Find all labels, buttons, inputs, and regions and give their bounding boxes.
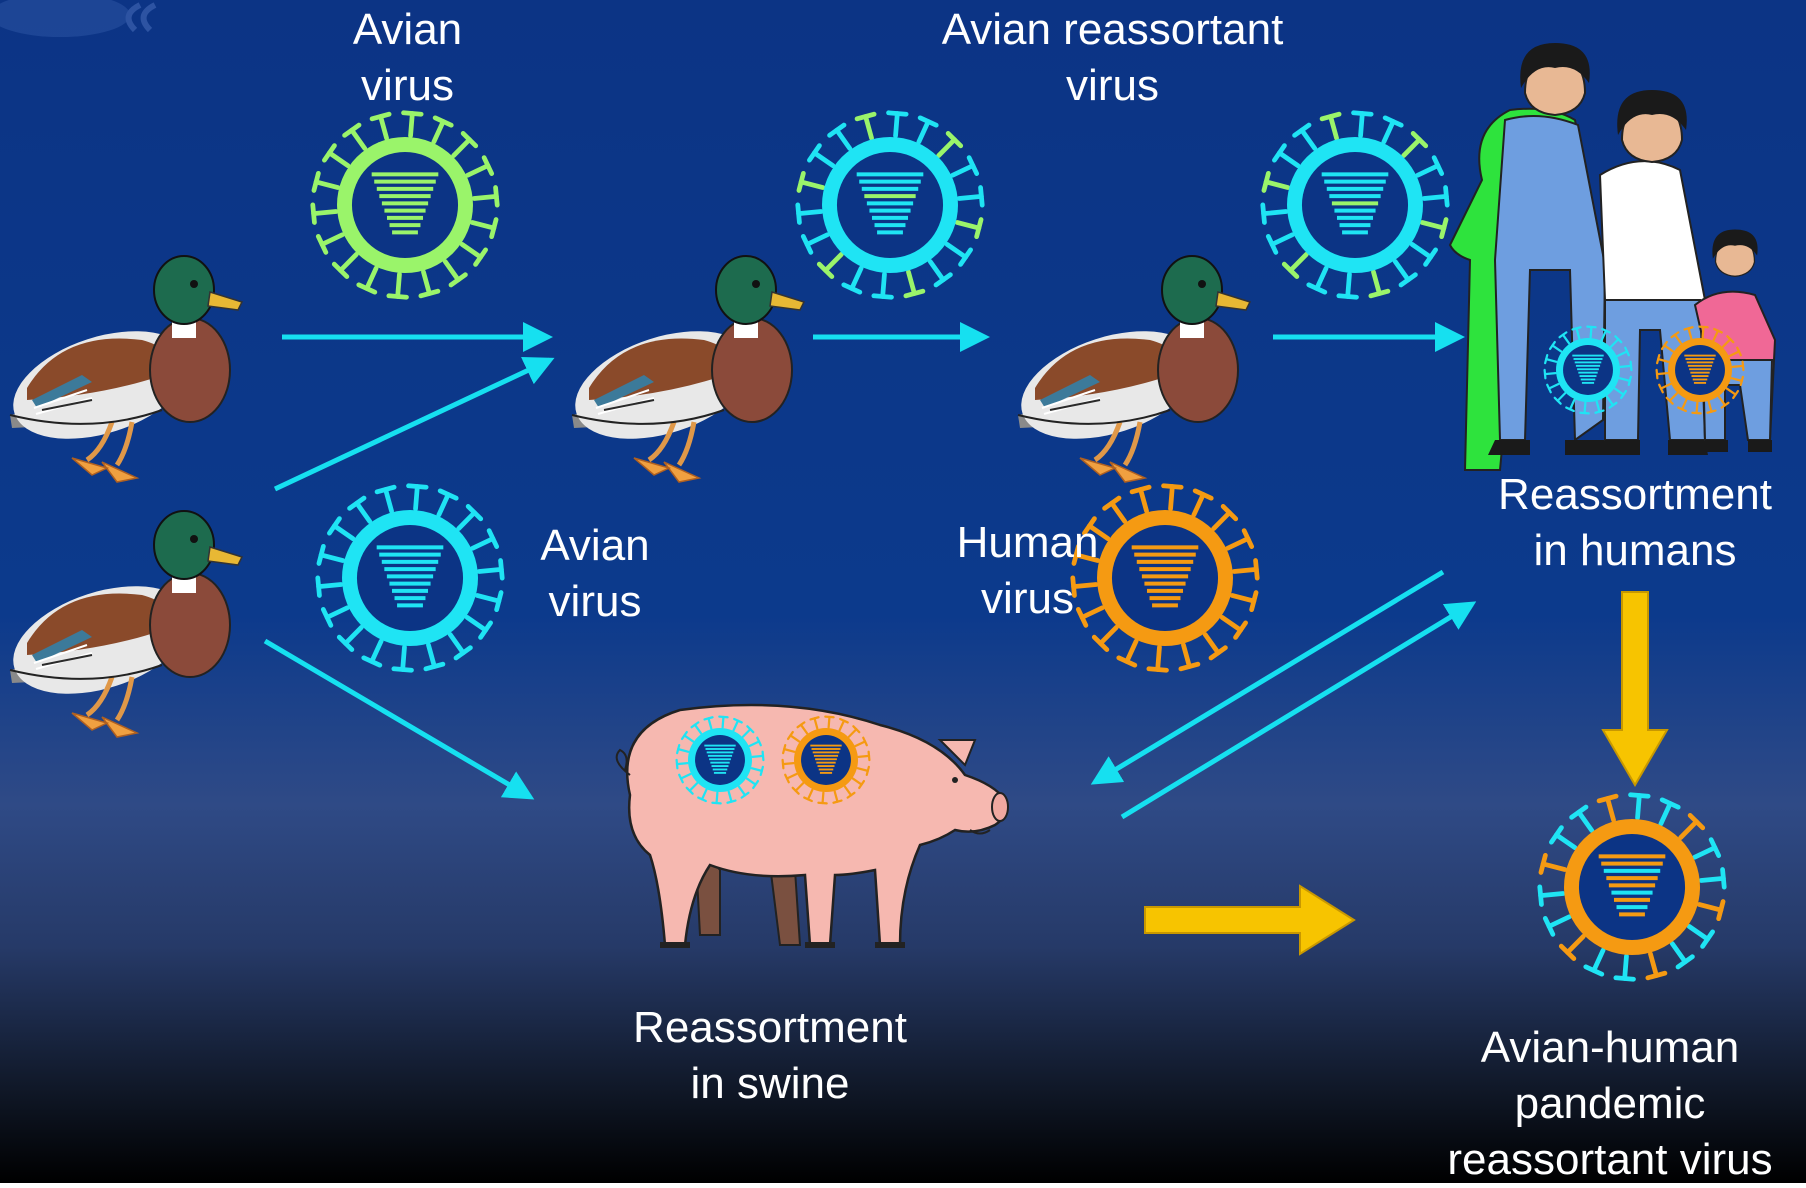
gold-arrow-swine-to-pandemic — [1145, 886, 1354, 954]
duck-icon — [1008, 256, 1250, 482]
label-human-virus: Human virus — [920, 515, 1135, 627]
label-reassortment-humans: Reassortment in humans — [1470, 467, 1800, 579]
label-line: Reassortment — [1470, 467, 1800, 523]
label-reassortment-swine: Reassortment in swine — [610, 1000, 930, 1112]
label-line: reassortant virus — [1420, 1132, 1800, 1188]
label-line: Avian-human — [1420, 1020, 1800, 1076]
gold-arrow-humans-to-pandemic — [1603, 592, 1667, 785]
label-line: pandemic — [1420, 1076, 1800, 1132]
label-avian-reassortant-virus: Avian reassortant virus — [900, 2, 1325, 114]
label-line: Avian — [305, 2, 510, 58]
arrow-duck-to-duck-diagonal — [275, 360, 550, 489]
virus-icon — [318, 486, 502, 670]
label-line: in humans — [1470, 523, 1800, 579]
duck-icon — [0, 256, 242, 482]
label-line: Avian — [495, 518, 695, 574]
duck-icon — [0, 511, 242, 737]
label-avian-virus-top: Avian virus — [305, 2, 510, 114]
virus-icon — [1540, 795, 1724, 979]
virus-icon — [798, 113, 982, 297]
arrow-duck-to-pig — [265, 641, 530, 797]
label-line: virus — [900, 58, 1325, 114]
label-avian-virus-mid: Avian virus — [495, 518, 695, 630]
label-pandemic-reassortant: Avian-human pandemic reassortant virus — [1420, 1020, 1800, 1188]
label-line: virus — [305, 58, 510, 114]
label-line: virus — [495, 574, 695, 630]
label-line: Human — [920, 515, 1135, 571]
label-line: virus — [920, 571, 1135, 627]
label-line: Avian reassortant — [900, 2, 1325, 58]
label-line: in swine — [610, 1056, 930, 1112]
virus-icon — [313, 113, 497, 297]
virus-icon — [1263, 113, 1447, 297]
duck-icon — [562, 256, 804, 482]
label-line: Reassortment — [610, 1000, 930, 1056]
